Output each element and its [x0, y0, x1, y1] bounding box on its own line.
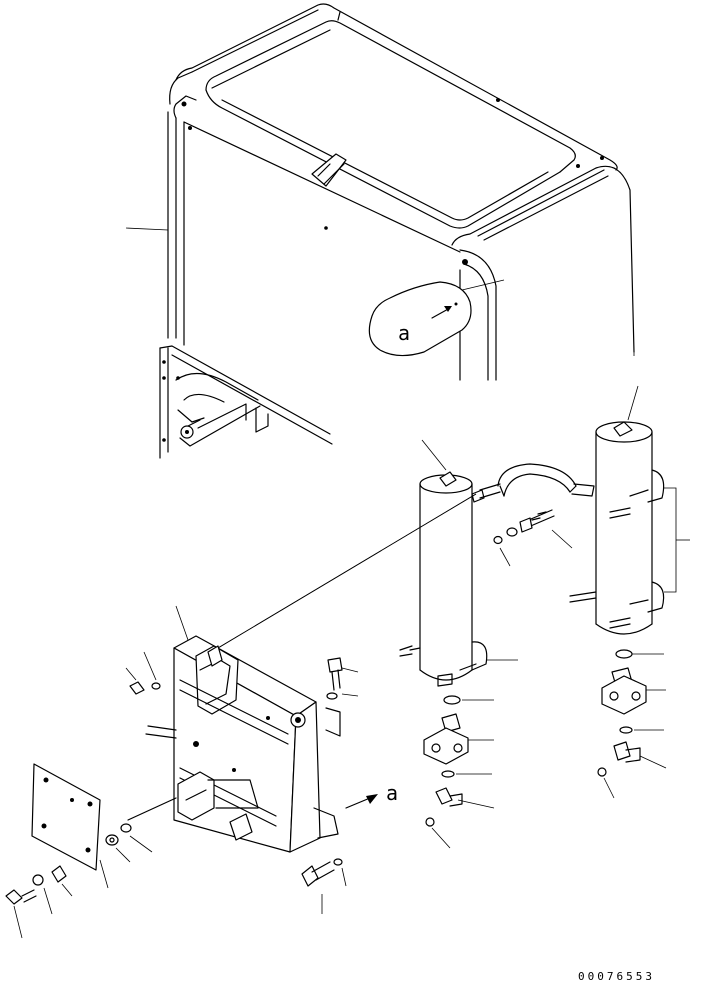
section-a-bubble: a: [368, 279, 505, 357]
cover-plate: [5, 763, 177, 939]
fittings-right: [597, 649, 667, 799]
accumulator-right: [569, 352, 690, 635]
clamp-band: [471, 463, 595, 567]
section-a-label-top: a: [398, 321, 410, 345]
fittings-center: [423, 695, 495, 849]
accumulator-left: [217, 439, 518, 687]
cab-housing: [125, 3, 635, 459]
mounting-bracket: a: [125, 493, 477, 914]
section-a-label-bottom: a: [386, 781, 398, 805]
drawing-number: 00076553: [578, 970, 655, 983]
